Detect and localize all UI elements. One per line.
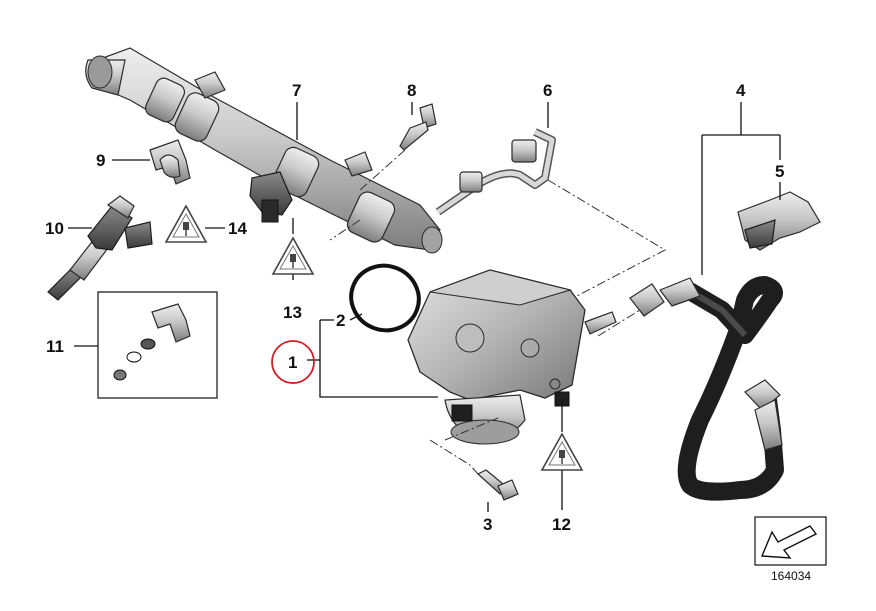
callout-13[interactable]: 13	[283, 303, 302, 322]
callout-1[interactable]: 1	[288, 353, 297, 372]
assembly-line	[429, 439, 479, 475]
fuel-hose	[629, 276, 784, 501]
fuel-injector	[47, 195, 153, 301]
fuel-rail	[85, 47, 443, 254]
assembly-line	[547, 179, 667, 298]
callout-12[interactable]: 12	[552, 515, 571, 534]
highlight-circle	[271, 340, 315, 384]
bolt-8	[399, 103, 437, 151]
injector-clip	[149, 139, 191, 185]
rail-pressure-sensor	[249, 171, 293, 223]
callout-6[interactable]: 6	[543, 81, 552, 100]
callout-7[interactable]: 7	[292, 81, 301, 100]
hose-clip	[737, 191, 821, 251]
assembly-line	[444, 417, 499, 441]
assembly-line	[359, 149, 406, 191]
callout-10[interactable]: 10	[45, 219, 64, 238]
assembly-line	[597, 309, 641, 337]
high-pressure-pump	[407, 269, 617, 445]
assembly-line	[329, 219, 361, 241]
bolt-3	[476, 469, 519, 501]
callout-5[interactable]: 5	[775, 162, 784, 181]
arrow-direction-icon	[754, 516, 827, 566]
callout-9[interactable]: 9	[96, 151, 105, 170]
callout-3[interactable]: 3	[483, 515, 492, 534]
diagram-number: 164034	[771, 569, 811, 583]
callout-4[interactable]: 4	[736, 81, 746, 100]
warning-triangle-icon	[271, 236, 315, 275]
warning-triangle-icon	[540, 432, 584, 471]
seal-kit-box	[97, 291, 218, 399]
callout-2[interactable]: 2	[336, 311, 345, 330]
o-ring	[349, 263, 421, 333]
callout-11[interactable]: 11	[46, 337, 64, 356]
callout-14[interactable]: 14	[228, 219, 247, 238]
fuel-pipe-6	[435, 128, 556, 216]
warning-triangle-icon	[164, 204, 208, 243]
callout-8[interactable]: 8	[407, 81, 416, 100]
